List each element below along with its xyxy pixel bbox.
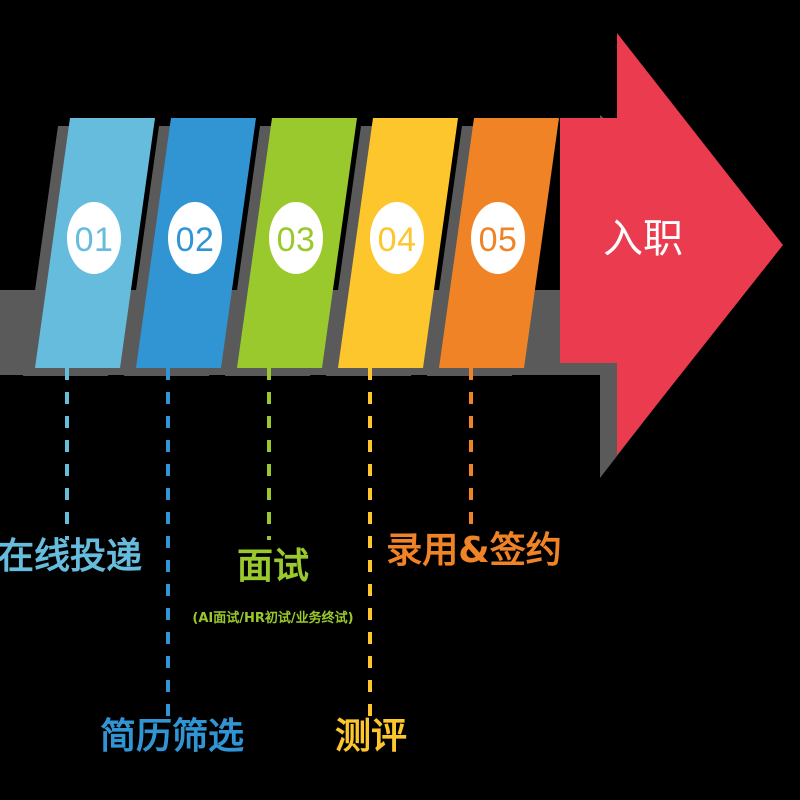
step-circle-2 [168,202,222,274]
step-number-2: 02 [176,221,215,259]
step-number-5: 05 [479,221,518,259]
step-number-3: 03 [277,221,316,259]
caption-label-5: 录用&签约 [386,530,561,571]
caption-sublabel-3: (AI面试/HR初试/业务终试) [192,610,353,626]
step-1[interactable]: 01 [35,118,155,540]
caption-label-1: 在线投递 [0,536,142,577]
step-5[interactable]: 05 [439,118,559,540]
step-2[interactable]: 02 [136,118,256,718]
step-number-1: 01 [75,221,114,259]
step-circle-3 [269,202,323,274]
step-3[interactable]: 03 [237,118,357,540]
step-circle-1 [67,202,121,274]
step-circle-5 [471,202,525,274]
arrow-label-onboarding: 入职 [603,216,683,262]
arrow-shape [560,33,783,455]
step-4[interactable]: 04 [338,118,458,718]
caption-label-3: 面试 [237,546,309,587]
step-circle-4 [370,202,424,274]
step-number-4: 04 [378,221,417,259]
caption-label-4: 测评 [335,716,407,757]
caption-label-2: 简历筛选 [100,716,244,757]
